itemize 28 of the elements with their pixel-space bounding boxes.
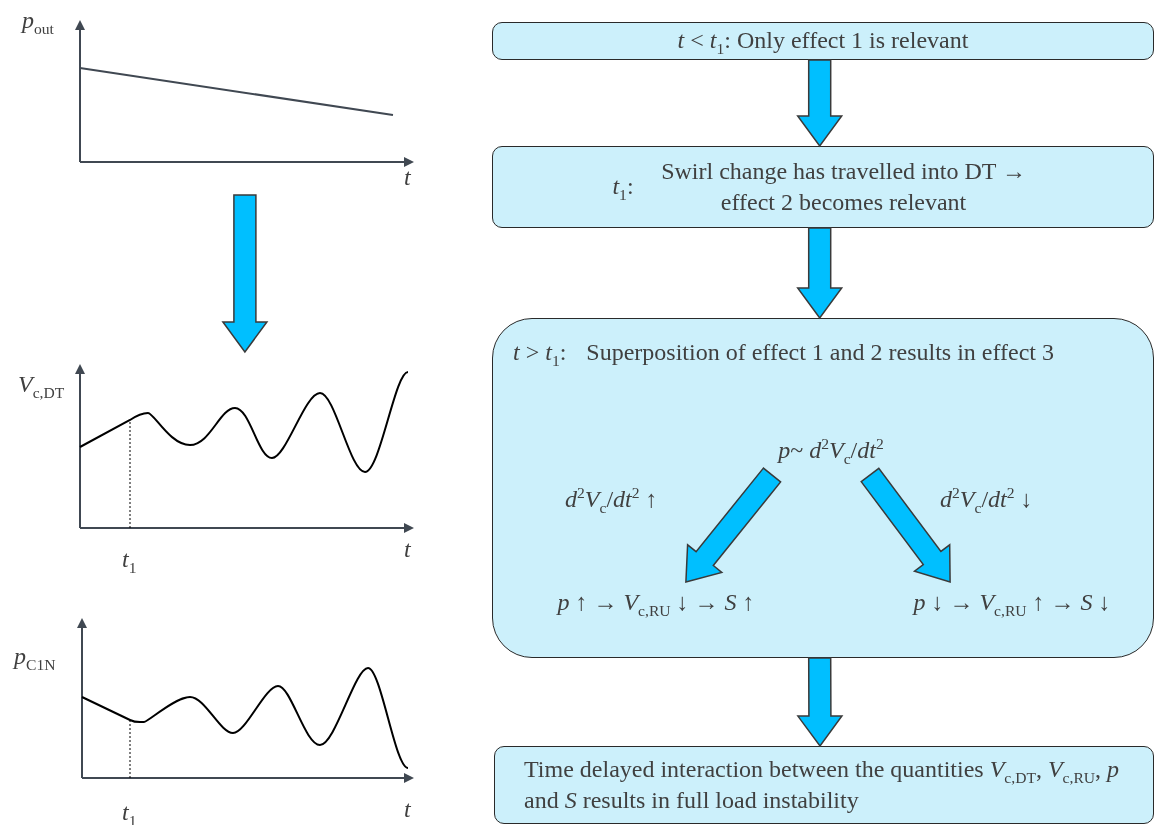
block-arrow <box>796 657 844 748</box>
formula: p ↓ → V$_{c,RU}$ ↑ → S ↓ <box>913 588 1111 619</box>
axis-label: t <box>404 537 411 561</box>
axis-label: t <box>404 797 411 821</box>
block-arrow <box>221 194 269 354</box>
block-arrow <box>796 59 844 148</box>
block-arrow <box>860 467 951 583</box>
process-box <box>492 318 1154 658</box>
axis-label: p$_{out}$ <box>22 8 54 32</box>
box-heading: t$_{1}$: <box>612 172 634 203</box>
process-box <box>492 146 1154 228</box>
axis-label: t <box>404 165 411 189</box>
edge-label: d$^{2}$V$_{c}$/dt$^{2}$ ↑ <box>565 486 658 513</box>
block-arrow <box>796 227 844 320</box>
axis-label: p$_{C1N}$ <box>14 644 56 668</box>
box-text: Time delayed interaction between the quantities V$_{c,DT}$, V$_{c,RU}$, p and S results in full load instability <box>524 754 1121 815</box>
edge-label: d$^{2}$V$_{c}$/dt$^{2}$ ↓ <box>940 486 1033 513</box>
process-box <box>494 746 1154 824</box>
formula: p ↑ → V$_{c,RU}$ ↓ → S ↑ <box>557 588 755 619</box>
box-text: Swirl change has travelled into DT → effect 2 becomes relevant <box>660 156 1027 217</box>
formula: p~ d$^{2}$V$_{c}$/dt$^{2}$ <box>778 435 884 467</box>
box-heading: t > t$_{1}$: <box>513 338 567 369</box>
process-box <box>492 22 1154 60</box>
axis-label: t$_{1}$ <box>122 800 137 824</box>
axis-label: t$_{1}$ <box>122 547 137 571</box>
box-text: t < t$_{1}$: Only effect 1 is relevant <box>677 26 969 57</box>
block-arrow <box>685 467 782 583</box>
box-text: Superposition of effect 1 and 2 results in effect 3 <box>586 338 1056 367</box>
